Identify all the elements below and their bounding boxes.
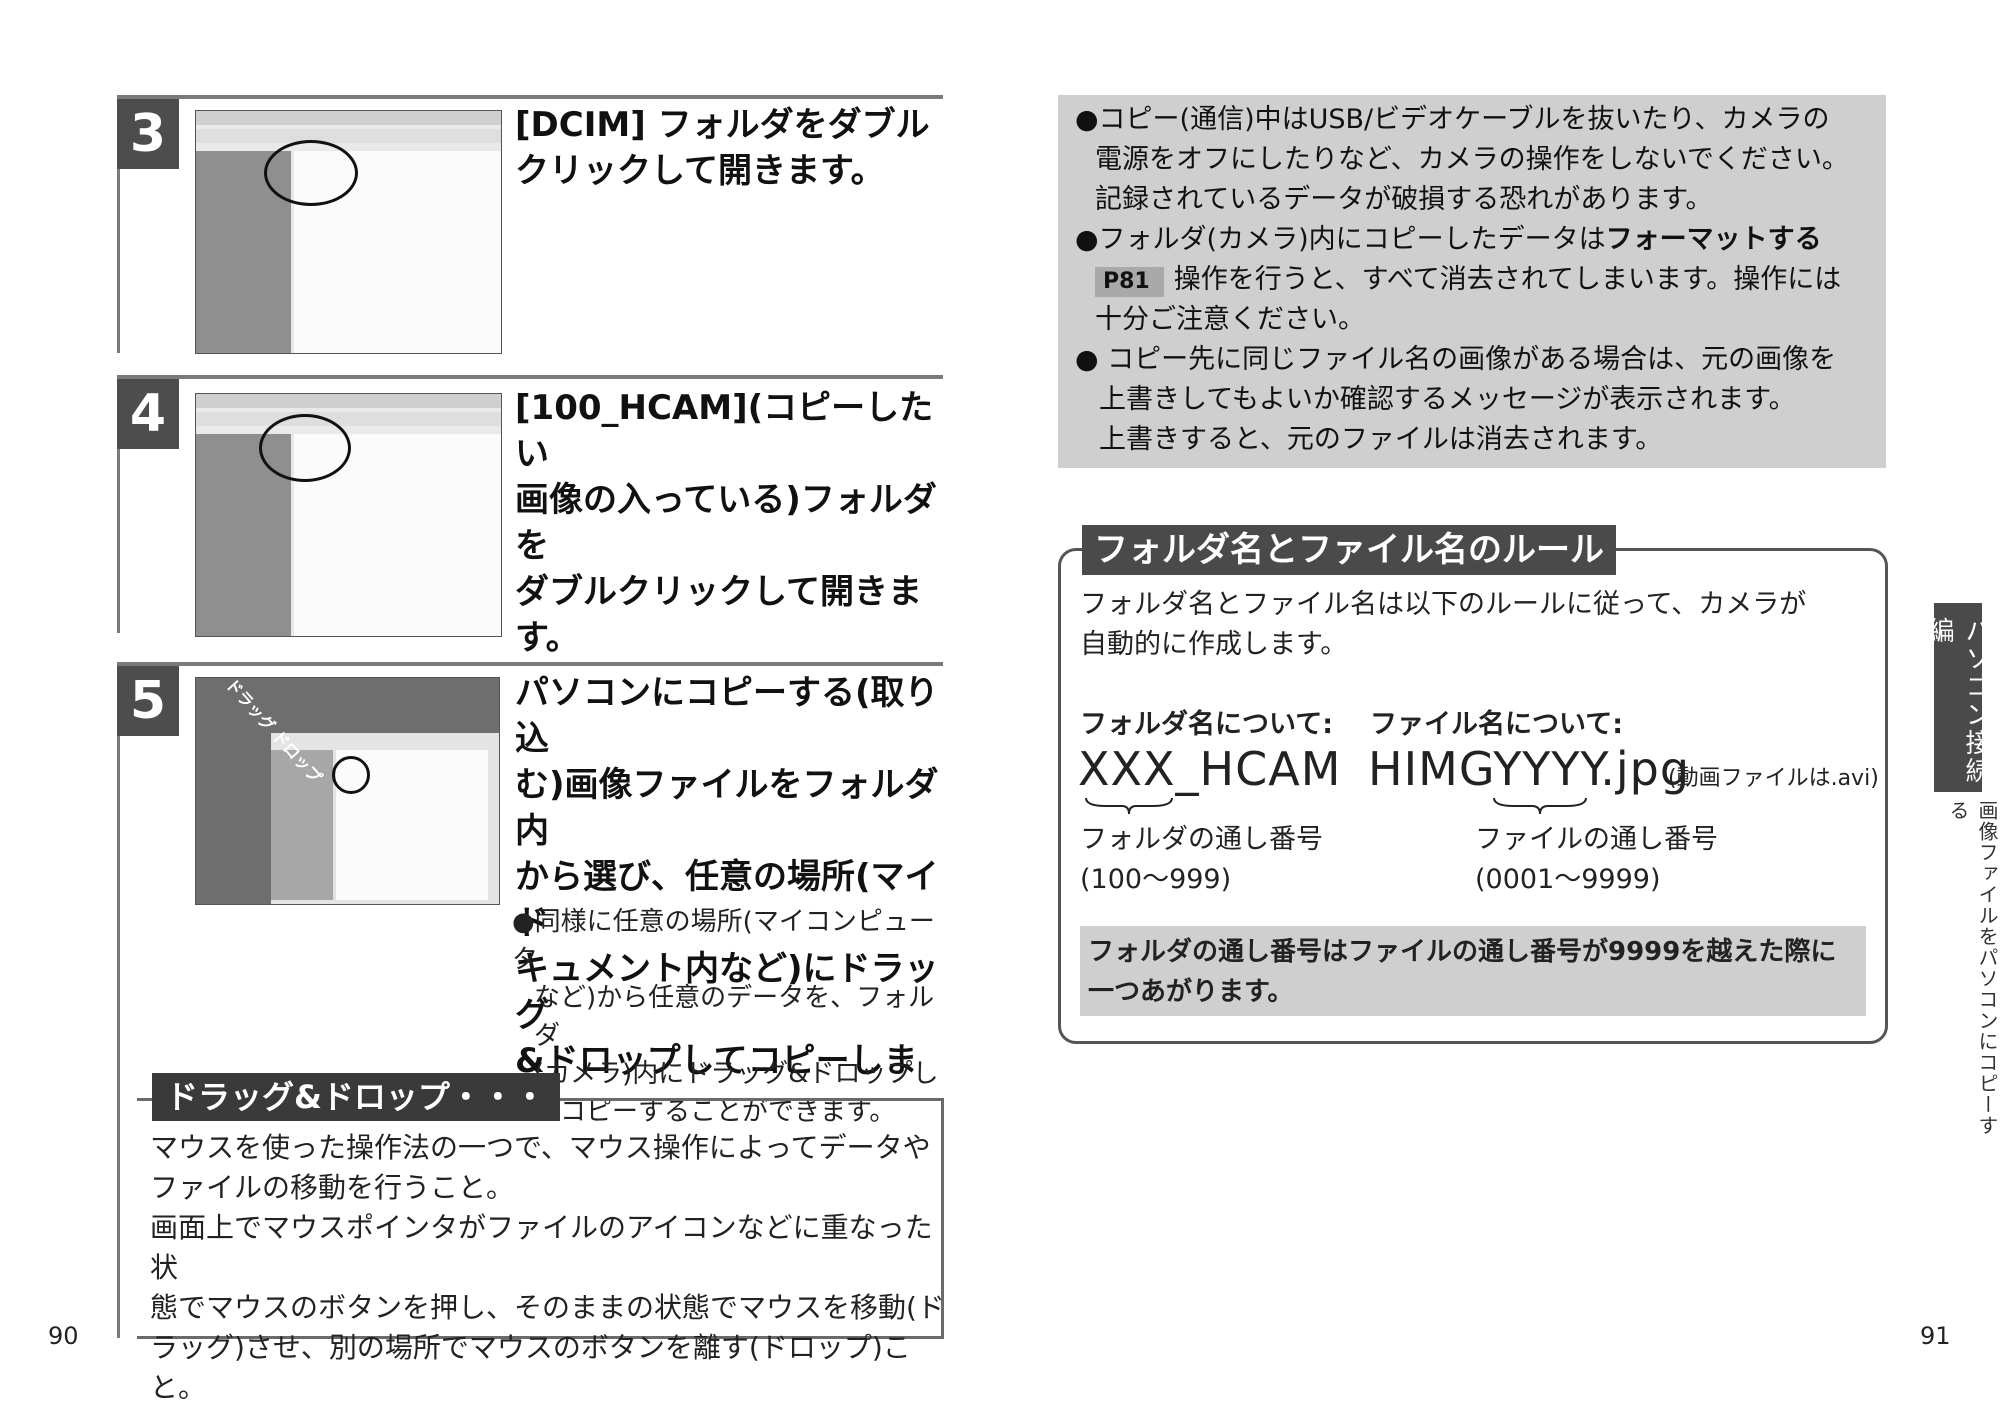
step-3-rule (117, 95, 943, 99)
step-5-highlight-circle (332, 756, 370, 794)
naming-rules-title: フォルダ名とファイル名のルール (1082, 525, 1616, 575)
drag-drop-box-title: ドラッグ&ドロップ・・・ (152, 1073, 560, 1121)
caution-item-3: ● コピー先に同じファイル名の画像がある場合は、元の画像を 上書きしてもよいか確… (1075, 344, 1837, 455)
section-index-tab: パソコン接続編 (1924, 603, 1991, 792)
drag-drop-definition-box (137, 1098, 944, 1339)
file-number-caption: ファイルの通し番号 (0001〜9999) (1475, 824, 1718, 895)
file-name-video-note: (動画ファイルは.avi) (1668, 766, 1879, 791)
step-4-rule (117, 375, 943, 379)
caution-item-1: ●コピー(通信)中はUSB/ビデオケーブルを抜いたり、カメラの 電源をオフにした… (1075, 104, 1849, 215)
left-page-number: 90 (48, 1322, 79, 1350)
naming-rules-footer: フォルダの通し番号はファイルの通し番号が9999を越えた際に 一つあがります。 (1088, 937, 1837, 1007)
folder-number-caption: フォルダの通し番号 (100〜999) (1080, 824, 1323, 895)
step-3-screenshot (195, 110, 502, 354)
naming-rules-footer-band (1080, 926, 1866, 1016)
caution-box (1058, 95, 1886, 468)
file-name-example: HIMGYYYY.jpg (1368, 742, 1691, 796)
step-5-rule (117, 662, 943, 666)
step-4-highlight-circle (259, 414, 351, 482)
folder-number-brace (1085, 797, 1173, 815)
step-4-number: 4 (117, 379, 179, 449)
step-5-number: 5 (117, 666, 179, 736)
naming-rules-intro: フォルダ名とファイル名は以下のルールに従って、カメラが 自動的に作成します。 (1080, 589, 1807, 660)
page-ref-badge: P81 (1095, 267, 1164, 297)
step-5-note: ●同様に任意の場所(マイコンピュータ など)から任意のデータを、フォルダ (カメ… (512, 907, 939, 1127)
section-side-caption: 画像ファイルをパソコンにコピーする (1946, 800, 1999, 1136)
file-name-label: ファイル名について: (1370, 709, 1623, 740)
step-4-text: [100_HCAM](コピーしたい 画像の入っている)フォルダを ダブルクリック… (515, 388, 937, 658)
step-3-number: 3 (117, 99, 179, 169)
step-3-text: [DCIM] フォルダをダブル クリックして開きます。 (515, 105, 930, 191)
step-3-highlight-circle (264, 140, 358, 206)
file-number-brace (1493, 797, 1587, 815)
step-5-side-rule (117, 662, 120, 1338)
step-3-side-rule (117, 95, 120, 353)
folder-name-label: フォルダ名について: (1080, 709, 1333, 740)
step-5-text: パソコンにコピーする(取り込 む)画像ファイルをフォルダ内 から選び、任意の場所… (515, 673, 939, 1127)
right-page-number: 91 (1920, 1322, 1951, 1350)
folder-name-example: XXX_HCAM (1078, 742, 1342, 796)
step-4-side-rule (117, 375, 120, 633)
step-4-screenshot (195, 393, 502, 637)
drag-drop-box-body: マウスを使った操作法の一つで、マウス操作によってデータや ファイルの移動を行うこ… (150, 1131, 945, 1404)
